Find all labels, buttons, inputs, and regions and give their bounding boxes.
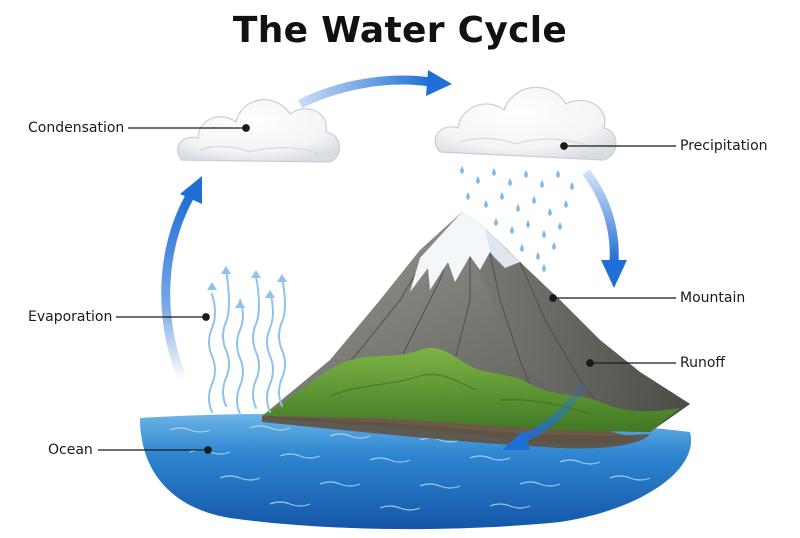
evaporation-vapor — [207, 266, 287, 415]
label-mountain: Mountain — [680, 290, 746, 306]
mountain — [262, 212, 690, 449]
arrow-precipitation-down — [582, 169, 627, 288]
cloud-left — [177, 99, 340, 163]
leader-lines — [98, 124, 676, 454]
diagram-title: The Water Cycle — [232, 10, 568, 51]
label-ocean: Ocean — [48, 442, 93, 458]
label-condensation: Condensation — [28, 120, 125, 136]
cloud-right — [434, 86, 617, 161]
arrow-runoff — [502, 381, 588, 450]
label-evaporation: Evaporation — [28, 309, 113, 325]
label-precipitation: Precipitation — [680, 138, 768, 154]
arrow-evaporation-up — [161, 176, 202, 382]
arrow-condensation-right — [297, 70, 452, 109]
rain-drops — [460, 166, 574, 272]
label-runoff: Runoff — [680, 355, 726, 371]
